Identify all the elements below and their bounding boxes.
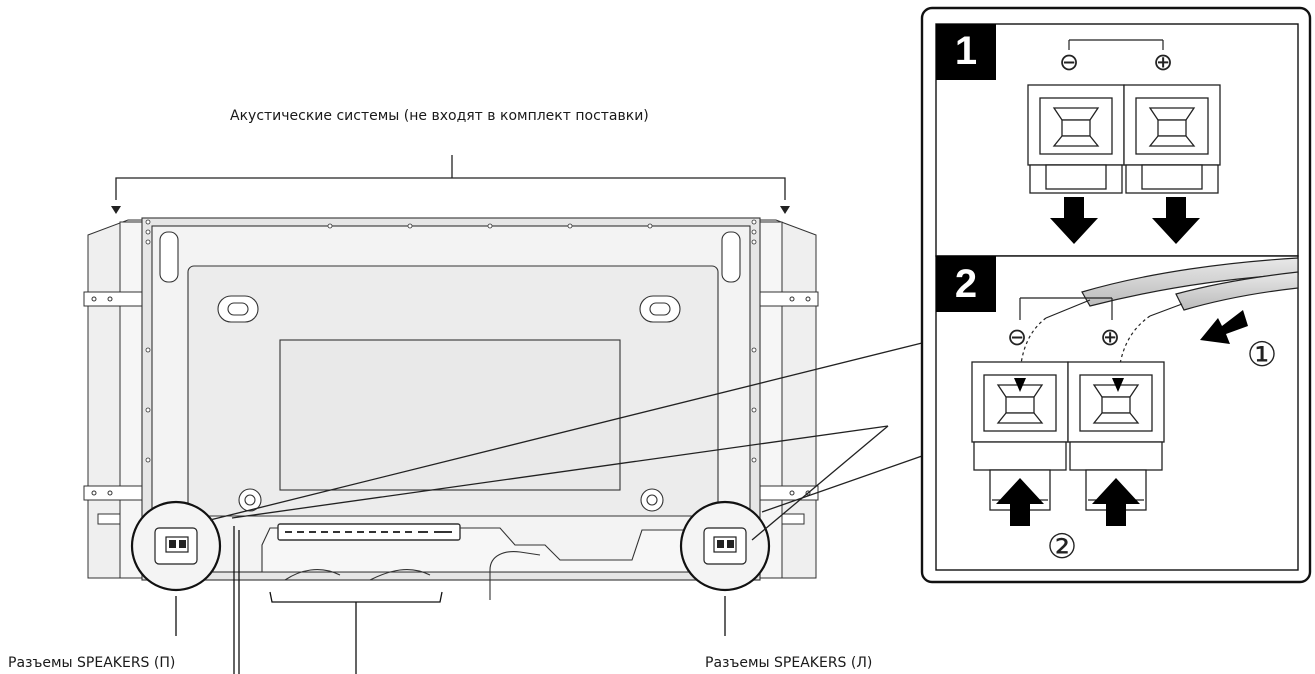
cable-insert-arrow xyxy=(1200,310,1248,344)
speaker-jack-zoom-left xyxy=(130,500,222,592)
push-up-arrows xyxy=(996,478,1140,526)
speakers-left-jack-label: Разъемы SPEAKERS (Л) xyxy=(705,655,873,671)
step-1-polarity: ⊖ ⊕ xyxy=(1059,39,1173,76)
step-2-badge: 2 xyxy=(936,256,996,312)
insert-arrows-small xyxy=(1014,378,1124,392)
panel-screws xyxy=(145,219,757,463)
minus-symbol: ⊖ xyxy=(1059,48,1079,76)
leader-lines xyxy=(175,526,726,674)
substep-2-marker: ② xyxy=(1047,527,1077,567)
step-1-number: 1 xyxy=(955,29,977,73)
minus-symbol-2: ⊖ xyxy=(1007,323,1027,351)
speakers-right-jack-label: Разъемы SPEAKERS (П) xyxy=(8,655,176,671)
speakers-note-label: Акустические системы (не входят в компле… xyxy=(230,108,649,124)
substep-1-marker: ① xyxy=(1247,335,1277,375)
right-speaker xyxy=(725,219,819,579)
step-1-down-arrows xyxy=(1050,197,1200,244)
step-2-polarity: ⊖ ⊕ xyxy=(1007,297,1120,351)
speaker-jack-zoom-right xyxy=(679,500,771,592)
speakers-bracket xyxy=(111,155,790,214)
tv-back-panel xyxy=(141,217,761,600)
step-1-terminals xyxy=(1027,84,1221,194)
step-1-badge: 1 xyxy=(936,24,996,80)
callout-lines xyxy=(209,342,923,541)
plus-symbol-2: ⊕ xyxy=(1100,323,1120,351)
step-2-number: 2 xyxy=(955,262,977,306)
plus-symbol: ⊕ xyxy=(1153,48,1173,76)
